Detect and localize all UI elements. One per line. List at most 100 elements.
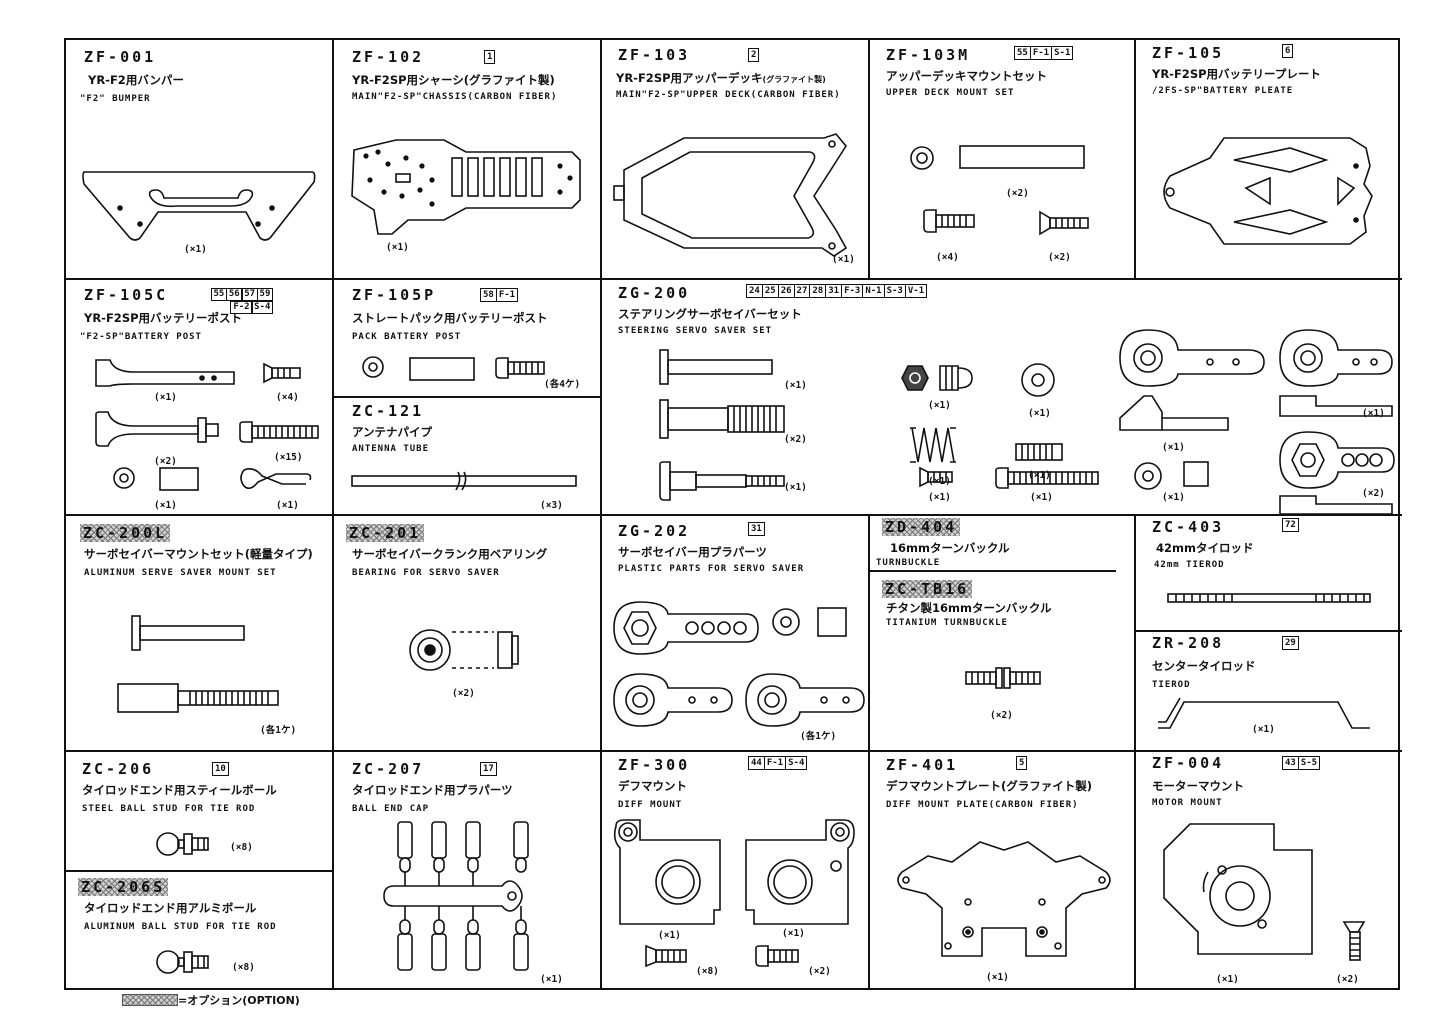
flat-screw-drawing	[919, 466, 953, 488]
button-screw-drawing	[495, 357, 545, 379]
pack-number: S-1	[1054, 48, 1071, 58]
pack-number: 57	[241, 288, 259, 301]
part-name-en: TIEROD	[1152, 680, 1191, 690]
part-name-jp: センタータイロッド	[1152, 659, 1256, 673]
qty-label: (×1)	[782, 928, 805, 939]
part-name-en: 42mm TIEROD	[1154, 560, 1225, 570]
qty-label: (×2)	[1362, 488, 1385, 499]
qty-label: (×2)	[990, 710, 1013, 721]
cell-zc-201: ZC-201 サーボセイバークランク用ベアリング BEARING FOR SER…	[334, 516, 602, 752]
cell-zd-404: ZD-404 16mmターンバックル TURNBUCKLE ZC-TB16 チタ…	[870, 516, 1136, 752]
qty-label: (×8)	[232, 962, 255, 973]
qty-label: (×1)	[1162, 442, 1185, 453]
qty-label: (×1)	[1362, 408, 1385, 419]
spacer-drawing	[1183, 461, 1209, 487]
qty-label: (各4ケ)	[544, 379, 581, 390]
part-name-en: ANTENNA TUBE	[352, 444, 430, 454]
cell-zc-207: ZC-207 17 タイロッドエンド用プラパーツ BALL END CAP (×…	[334, 752, 602, 990]
battery-post-long-drawing	[95, 411, 219, 447]
step-screw-drawing	[659, 461, 785, 501]
qty-label: (×4)	[276, 392, 299, 403]
pack-number: 29	[1285, 638, 1296, 648]
part-name-jp: デフマウントプレート(グラファイト製)	[886, 779, 1093, 793]
shaft-drawing	[659, 349, 773, 385]
pack-number: 44	[749, 757, 765, 769]
option-marker: ZC-201	[346, 524, 424, 542]
parts-sheet: ZF-001 YR-F2用バンパー "F2" BUMPER (×1) ZF-10…	[64, 38, 1402, 990]
pack-number: 5	[1019, 758, 1025, 768]
part-name-en: BALL END CAP	[352, 804, 430, 814]
part-name-en: PACK BATTERY POST	[352, 332, 462, 342]
part-code: ZC-121	[352, 402, 425, 420]
pack-badge: 10	[212, 762, 229, 776]
pack-number: 26	[779, 285, 795, 297]
spacer-drawing	[959, 145, 1085, 169]
section-divider	[870, 570, 1116, 572]
part-code: ZF-001	[84, 48, 157, 66]
qty-label: (×2)	[1336, 974, 1359, 985]
servo-link-drawing	[1279, 395, 1393, 417]
washer-drawing	[362, 356, 384, 378]
diff-mount-right-drawing	[745, 819, 855, 925]
part-name-en: "F2" BUMPER	[80, 94, 151, 104]
long-screw-drawing	[995, 467, 1099, 489]
option-marker: ZC-200L	[80, 524, 170, 542]
option-legend: =オプション(OPTION)	[122, 992, 300, 1008]
set-screw-drawing	[1015, 443, 1063, 461]
part-name-jp: タイロッドエンド用アルミボール	[84, 901, 257, 915]
cell-zc-121: ZC-121 アンテナパイプ ANTENNA TUBE (×3)	[334, 398, 602, 516]
option-marker: ZD-404	[882, 518, 960, 536]
qty-label: (×2)	[1048, 252, 1071, 263]
tierod-drawing	[1167, 593, 1371, 603]
qty-label: (×1)	[986, 972, 1009, 983]
part-name-jp: サーボセイバー用プラパーツ	[618, 545, 767, 559]
qty-label: (×2)	[784, 434, 807, 445]
part-code: ZG-200	[618, 284, 691, 302]
pack-badge: 31	[748, 522, 765, 536]
part-name-en: BEARING FOR SERVO SAVER	[352, 568, 500, 578]
qty-label: (×1)	[154, 392, 177, 403]
option-marker: ZC-TB16	[882, 580, 972, 598]
part-code: ZC-TB16	[882, 580, 972, 598]
part-name-en: MOTOR MOUNT	[1152, 798, 1223, 808]
flat-screw-drawing	[1342, 921, 1366, 961]
pack-number: 31	[751, 524, 762, 534]
pack-number: 2	[751, 50, 757, 60]
nut-drawing	[901, 365, 929, 391]
ball-end-runner-drawing	[383, 821, 529, 971]
part-code: ZF-102	[352, 48, 425, 66]
part-name-jp: サーボセイバーマウントセット(軽量タイプ)	[84, 547, 313, 561]
part-code: ZF-004	[1152, 754, 1225, 772]
qty-label: (×1)	[1028, 408, 1051, 419]
qty-label: (×3)	[540, 500, 563, 511]
button-screw-drawing	[755, 945, 799, 967]
cell-zc-206s: ZC-206S タイロッドエンド用アルミボール ALUMINUM BALL ST…	[66, 872, 334, 990]
part-name-jp: YR-F2SP用アッパーデッキ(グラファイト製)	[616, 70, 826, 86]
part-name-en: ALUMINUM BALL STUD FOR TIE ROD	[84, 922, 277, 932]
turnbuckle-drawing	[965, 667, 1041, 689]
part-code: ZF-105C	[84, 286, 169, 304]
bearing-drawing	[409, 629, 519, 671]
part-name-jp: YR-F2SP用シャーシ(グラファイト製)	[352, 73, 555, 87]
part-code: ZF-105P	[352, 286, 437, 304]
part-code: ZD-404	[882, 518, 960, 536]
pack-number: 59	[256, 288, 274, 301]
part-code: ZF-105	[1152, 44, 1225, 62]
part-name-jp: ストレートパック用バッテリーポスト	[352, 311, 548, 325]
flat-screw-drawing	[263, 362, 301, 384]
part-name-jp-main: YR-F2SP用アッパーデッキ	[616, 71, 763, 85]
part-code: ZC-206	[82, 760, 155, 778]
part-code: ZF-401	[886, 756, 959, 774]
qty-label: (×1)	[928, 400, 951, 411]
part-code: ZR-208	[1152, 634, 1225, 652]
bumper-drawing	[82, 171, 316, 241]
qty-label: (×1)	[784, 482, 807, 493]
ball-stud-drawing	[156, 832, 209, 856]
part-name-jp: 42mmタイロッド	[1156, 541, 1254, 555]
option-marker: ZC-206S	[78, 878, 168, 896]
